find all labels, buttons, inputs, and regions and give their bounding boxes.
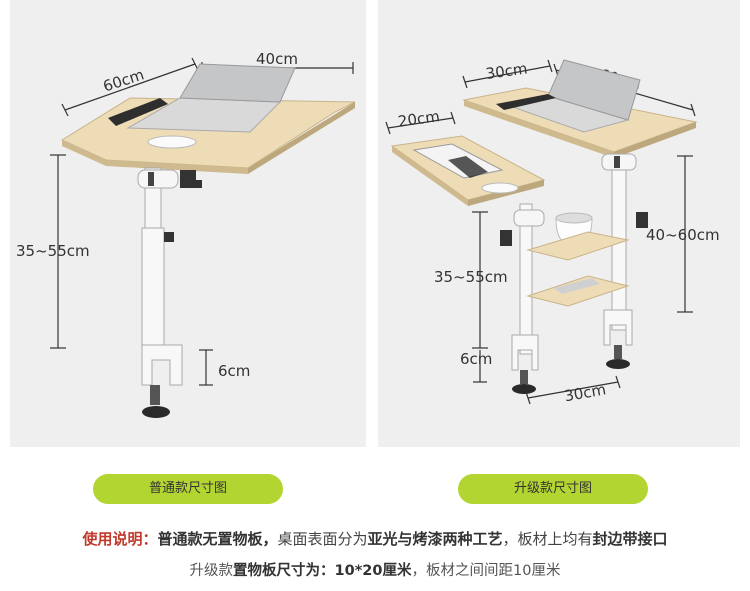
mouse: [147, 135, 197, 149]
usage-caption-line-1: 使用说明：普通款无置物板，桌面表面分为亚光与烤漆两种工艺，板材上均有封边带接口: [0, 528, 750, 549]
upgraded-size-label: 升级款尺寸图: [458, 474, 648, 504]
clamp-left: [511, 334, 539, 371]
upgraded-desk-figure: 30cm 60cm 20cm 40~60cm 35~55cm 6cm 30cm: [378, 0, 740, 447]
dim-depth-label: 60cm: [101, 65, 146, 95]
dim-side-width-label: 20cm: [397, 107, 441, 131]
dim-main-width-label: 30cm: [485, 59, 529, 83]
desk-pole-lower: [141, 227, 165, 361]
storage-shelf-upper: [526, 231, 630, 261]
caption-part5: 封边带接口: [592, 530, 668, 548]
standard-desk-illustration: 40cm 60cm 35~55cm 6cm: [16, 50, 356, 418]
dim-base-label: 30cm: [563, 380, 607, 405]
upgraded-desk-illustration: 30cm 60cm 20cm 40~60cm 35~55cm 6cm 30cm: [385, 59, 720, 405]
standard-size-label: 普通款尺寸图: [93, 474, 283, 504]
usage-caption-line-2: 升级款置物板尺寸为：10*20厘米，板材之间间距10厘米: [0, 559, 750, 580]
dim-height-side-label: 35~55cm: [434, 268, 508, 286]
storage-shelf-lower: [526, 275, 630, 307]
caption-part3: 亚光与烤漆两种工艺: [367, 530, 503, 548]
caption-part1: 普通款无置物板，: [157, 530, 278, 548]
dim-clamp-label: 6cm: [218, 362, 250, 380]
caption-part4: ，板材上均有: [502, 530, 593, 548]
wrist-rest: [108, 98, 168, 126]
mouse-right: [481, 182, 519, 194]
dim-height-main-label: 40~60cm: [646, 226, 720, 244]
standard-desk-figure: 40cm 60cm 35~55cm 6cm: [10, 0, 366, 447]
dim-width-label: 40cm: [256, 50, 298, 68]
caption-line2-part2: 置物板尺寸为：10*20厘米: [233, 563, 412, 579]
upgraded-frame-left: [519, 203, 533, 355]
caption-line2-part1: 升级款: [189, 563, 234, 579]
desk-clamp: [141, 344, 183, 386]
dim-clamp-label-right: 6cm: [460, 350, 492, 368]
dim-height-label: 35~55cm: [16, 242, 90, 260]
caption-lead: 使用说明：: [82, 530, 158, 548]
clamp-right: [603, 309, 633, 346]
caption-line2-part3: ，板材之间间距10厘米: [411, 563, 561, 579]
caption-part2: 桌面表面分为: [277, 530, 368, 548]
